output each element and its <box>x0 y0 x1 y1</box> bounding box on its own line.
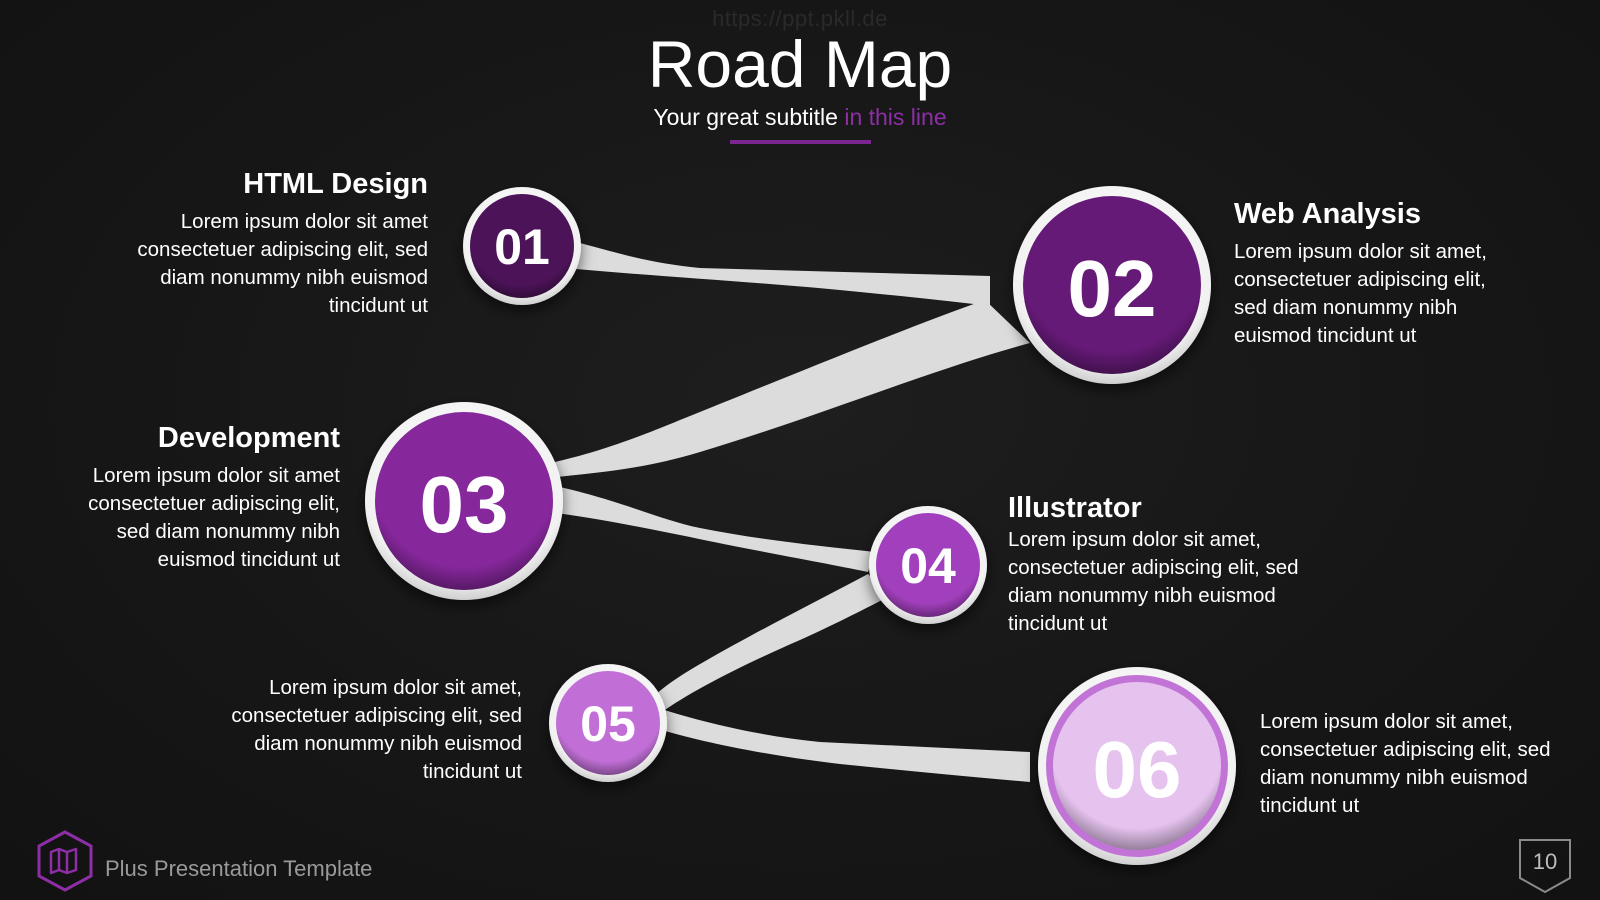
node-06: 06 <box>1038 667 1236 865</box>
item-03-body: Lorem ipsum dolor sit amet consectetuer … <box>88 464 340 571</box>
connector-03-04 <box>548 486 875 572</box>
title-underline <box>730 140 871 144</box>
connector-02-03 <box>548 300 1030 478</box>
node-05-number: 05 <box>580 696 636 752</box>
item-04-body: Lorem ipsum dolor sit amet, consectetuer… <box>1008 528 1299 635</box>
item-06-body: Lorem ipsum dolor sit amet, consectetuer… <box>1260 710 1551 817</box>
item-05: Lorem ipsum dolor sit amet, consectetuer… <box>190 674 522 786</box>
connector-05-06 <box>652 706 1030 782</box>
item-01: HTML Design Lorem ipsum dolor sit amet c… <box>90 166 428 320</box>
node-02: 02 <box>1013 186 1211 384</box>
page-badge <box>1519 839 1571 894</box>
item-04-heading: Illustrator <box>1008 492 1142 524</box>
item-02: Web Analysis Lorem ipsum dolor sit amet,… <box>1234 196 1524 350</box>
node-03: 03 <box>365 402 563 600</box>
node-04: 04 <box>869 506 987 624</box>
subtitle-accent: in this line <box>844 104 947 130</box>
item-05-body: Lorem ipsum dolor sit amet, consectetuer… <box>231 676 522 783</box>
node-05: 05 <box>549 664 667 782</box>
item-01-body: Lorem ipsum dolor sit amet consectetuer … <box>137 210 428 317</box>
watermark-url: https://ppt.pkll.de <box>712 6 888 31</box>
subtitle-main: Your great subtitle <box>653 104 845 130</box>
node-03-number: 03 <box>420 460 509 549</box>
item-03-heading: Development <box>157 422 340 454</box>
node-02-number: 02 <box>1068 244 1157 333</box>
connectors <box>548 238 1030 782</box>
node-01: 01 <box>463 187 581 305</box>
node-06-number: 06 <box>1093 725 1182 814</box>
item-03: Development Lorem ipsum dolor sit amet c… <box>60 420 340 574</box>
item-04: Illustrator Lorem ipsum dolor sit amet, … <box>1008 490 1338 638</box>
page-number: 10 <box>1532 849 1558 874</box>
page-title: Road Map <box>647 27 953 101</box>
page-subtitle: Your great subtitle in this line <box>0 100 1600 134</box>
map-icon <box>37 830 93 892</box>
item-06: Lorem ipsum dolor sit amet, consectetuer… <box>1260 708 1580 820</box>
item-02-heading: Web Analysis <box>1234 198 1421 230</box>
connector-04-05 <box>648 574 890 712</box>
connector-01-02 <box>560 238 990 306</box>
footer-title: Plus Presentation Template <box>105 856 373 881</box>
item-02-body: Lorem ipsum dolor sit amet, consectetuer… <box>1234 240 1487 347</box>
node-01-number: 01 <box>494 219 550 275</box>
item-01-heading: HTML Design <box>243 168 428 200</box>
node-04-number: 04 <box>900 538 956 594</box>
